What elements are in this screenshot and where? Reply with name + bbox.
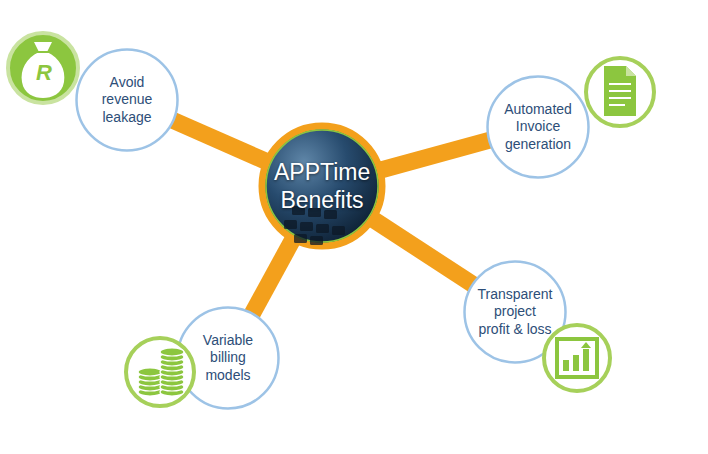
connector-arm [173, 120, 266, 161]
benefit-text: Transparent project profit & loss [477, 286, 553, 337]
circle-border [178, 308, 279, 409]
benefit-text: Variable billing models [193, 332, 263, 383]
circle-border [77, 50, 178, 151]
benefit-text: Automated Invoice generation [499, 101, 577, 152]
node-text-box: Avoid revenue leakage [75, 48, 179, 152]
node-text-box: Transparent project profit & loss [463, 260, 567, 364]
keyboard-key [300, 222, 313, 231]
benefit-circle: Automated Invoice generation [486, 75, 590, 179]
hub-inner-ring [266, 130, 378, 242]
benefit-circle: Variable billing models [176, 306, 280, 410]
circle-border [488, 77, 589, 178]
benefit-circle: Avoid revenue leakage [75, 48, 179, 152]
connector-arm [373, 219, 473, 284]
hub-ring [262, 126, 382, 246]
keyboard-key [310, 236, 323, 245]
node-text-box: Automated Invoice generation [486, 75, 590, 179]
benefit-text: Avoid revenue leakage [91, 74, 163, 125]
keyboard-key [332, 226, 345, 235]
keyboard-key [294, 234, 307, 243]
hub-circle: APPTime Benefits [259, 123, 385, 249]
keyboard-key [284, 220, 297, 229]
connector-arm [381, 140, 490, 170]
hub-title: APPTime Benefits [274, 158, 370, 214]
money-bag-icon [8, 33, 78, 103]
connector-arm [252, 240, 293, 315]
circle-outline [259, 123, 385, 249]
keyboard-key [316, 224, 329, 233]
benefit-circle: Transparent project profit & loss [463, 260, 567, 364]
node-text-box: APPTime Benefits [259, 123, 385, 249]
circle-border [465, 262, 566, 363]
node-text-box: Variable billing models [176, 306, 280, 410]
document-icon [586, 58, 654, 126]
icon-letter: R [32, 60, 56, 86]
